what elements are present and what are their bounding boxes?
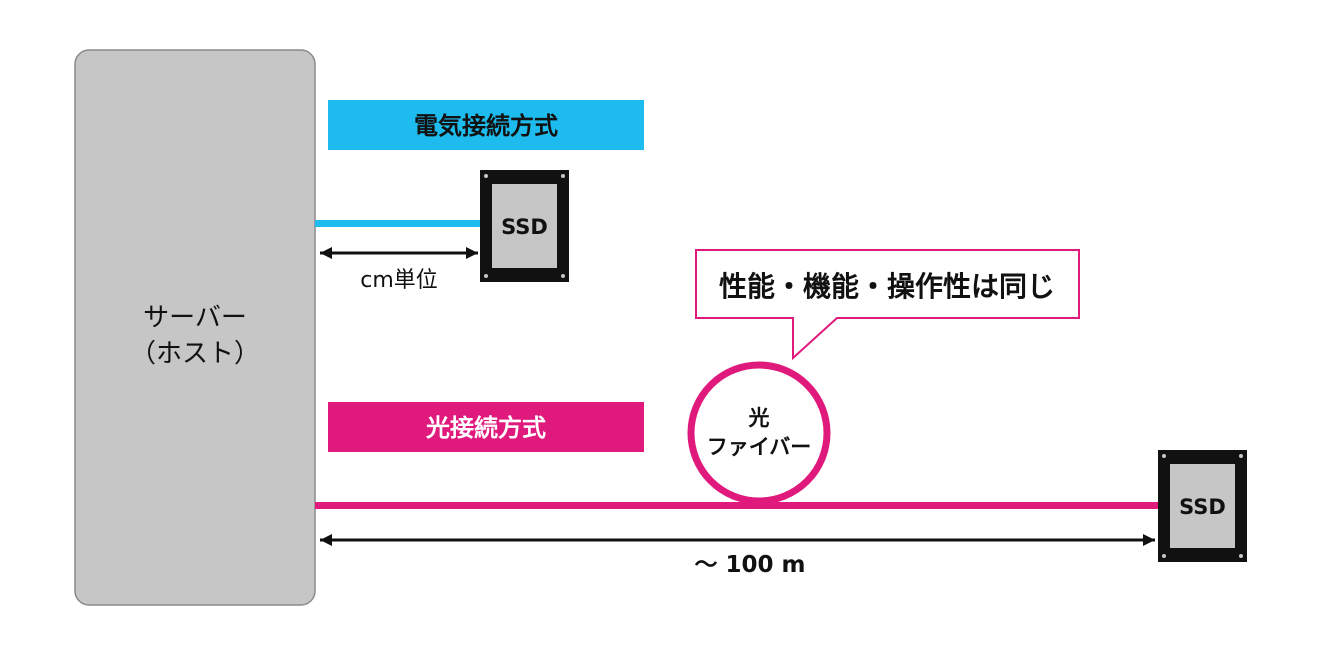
callout-bubble: [695, 249, 1080, 361]
fiber-label-line1: 光: [748, 406, 770, 430]
ssd-electrical-screw: [561, 174, 565, 178]
ssd-electrical-face: [492, 184, 557, 268]
ssd-electrical-screw: [484, 174, 488, 178]
callout-text: 性能・機能・操作性は同じ: [719, 270, 1055, 303]
ssd-electrical: SSD: [480, 170, 569, 282]
optical-distance-label: ～ 100 m: [695, 552, 806, 578]
ssd-optical-screw: [1162, 554, 1166, 558]
ssd-electrical-screw: [561, 274, 565, 278]
ssd-electrical-label: SSD: [501, 215, 548, 239]
server-box: [74, 49, 316, 606]
fiber-label-line2: ファイバー: [707, 435, 812, 459]
ssd-optical-label: SSD: [1179, 495, 1226, 519]
ssd-optical: SSD: [1158, 450, 1247, 562]
ssd-optical-screw: [1239, 554, 1243, 558]
optical-cable: [315, 502, 1160, 509]
optical-fiber-loop: [687, 361, 831, 505]
ssd-optical-screw: [1162, 454, 1166, 458]
electrical-banner: [328, 100, 644, 150]
ssd-optical-screw: [1239, 454, 1243, 458]
electrical-title: 電気接続方式: [414, 112, 558, 140]
electrical-distance-label: cm単位: [360, 268, 438, 293]
optical-banner: [328, 402, 644, 452]
ssd-optical-face: [1170, 464, 1235, 548]
optical-title: 光接続方式: [425, 414, 546, 442]
server-label-line2: （ホスト）: [130, 339, 260, 369]
electrical-cable: [315, 220, 483, 227]
ssd-electrical-screw: [484, 274, 488, 278]
server-label-line1: サーバー: [143, 303, 247, 333]
